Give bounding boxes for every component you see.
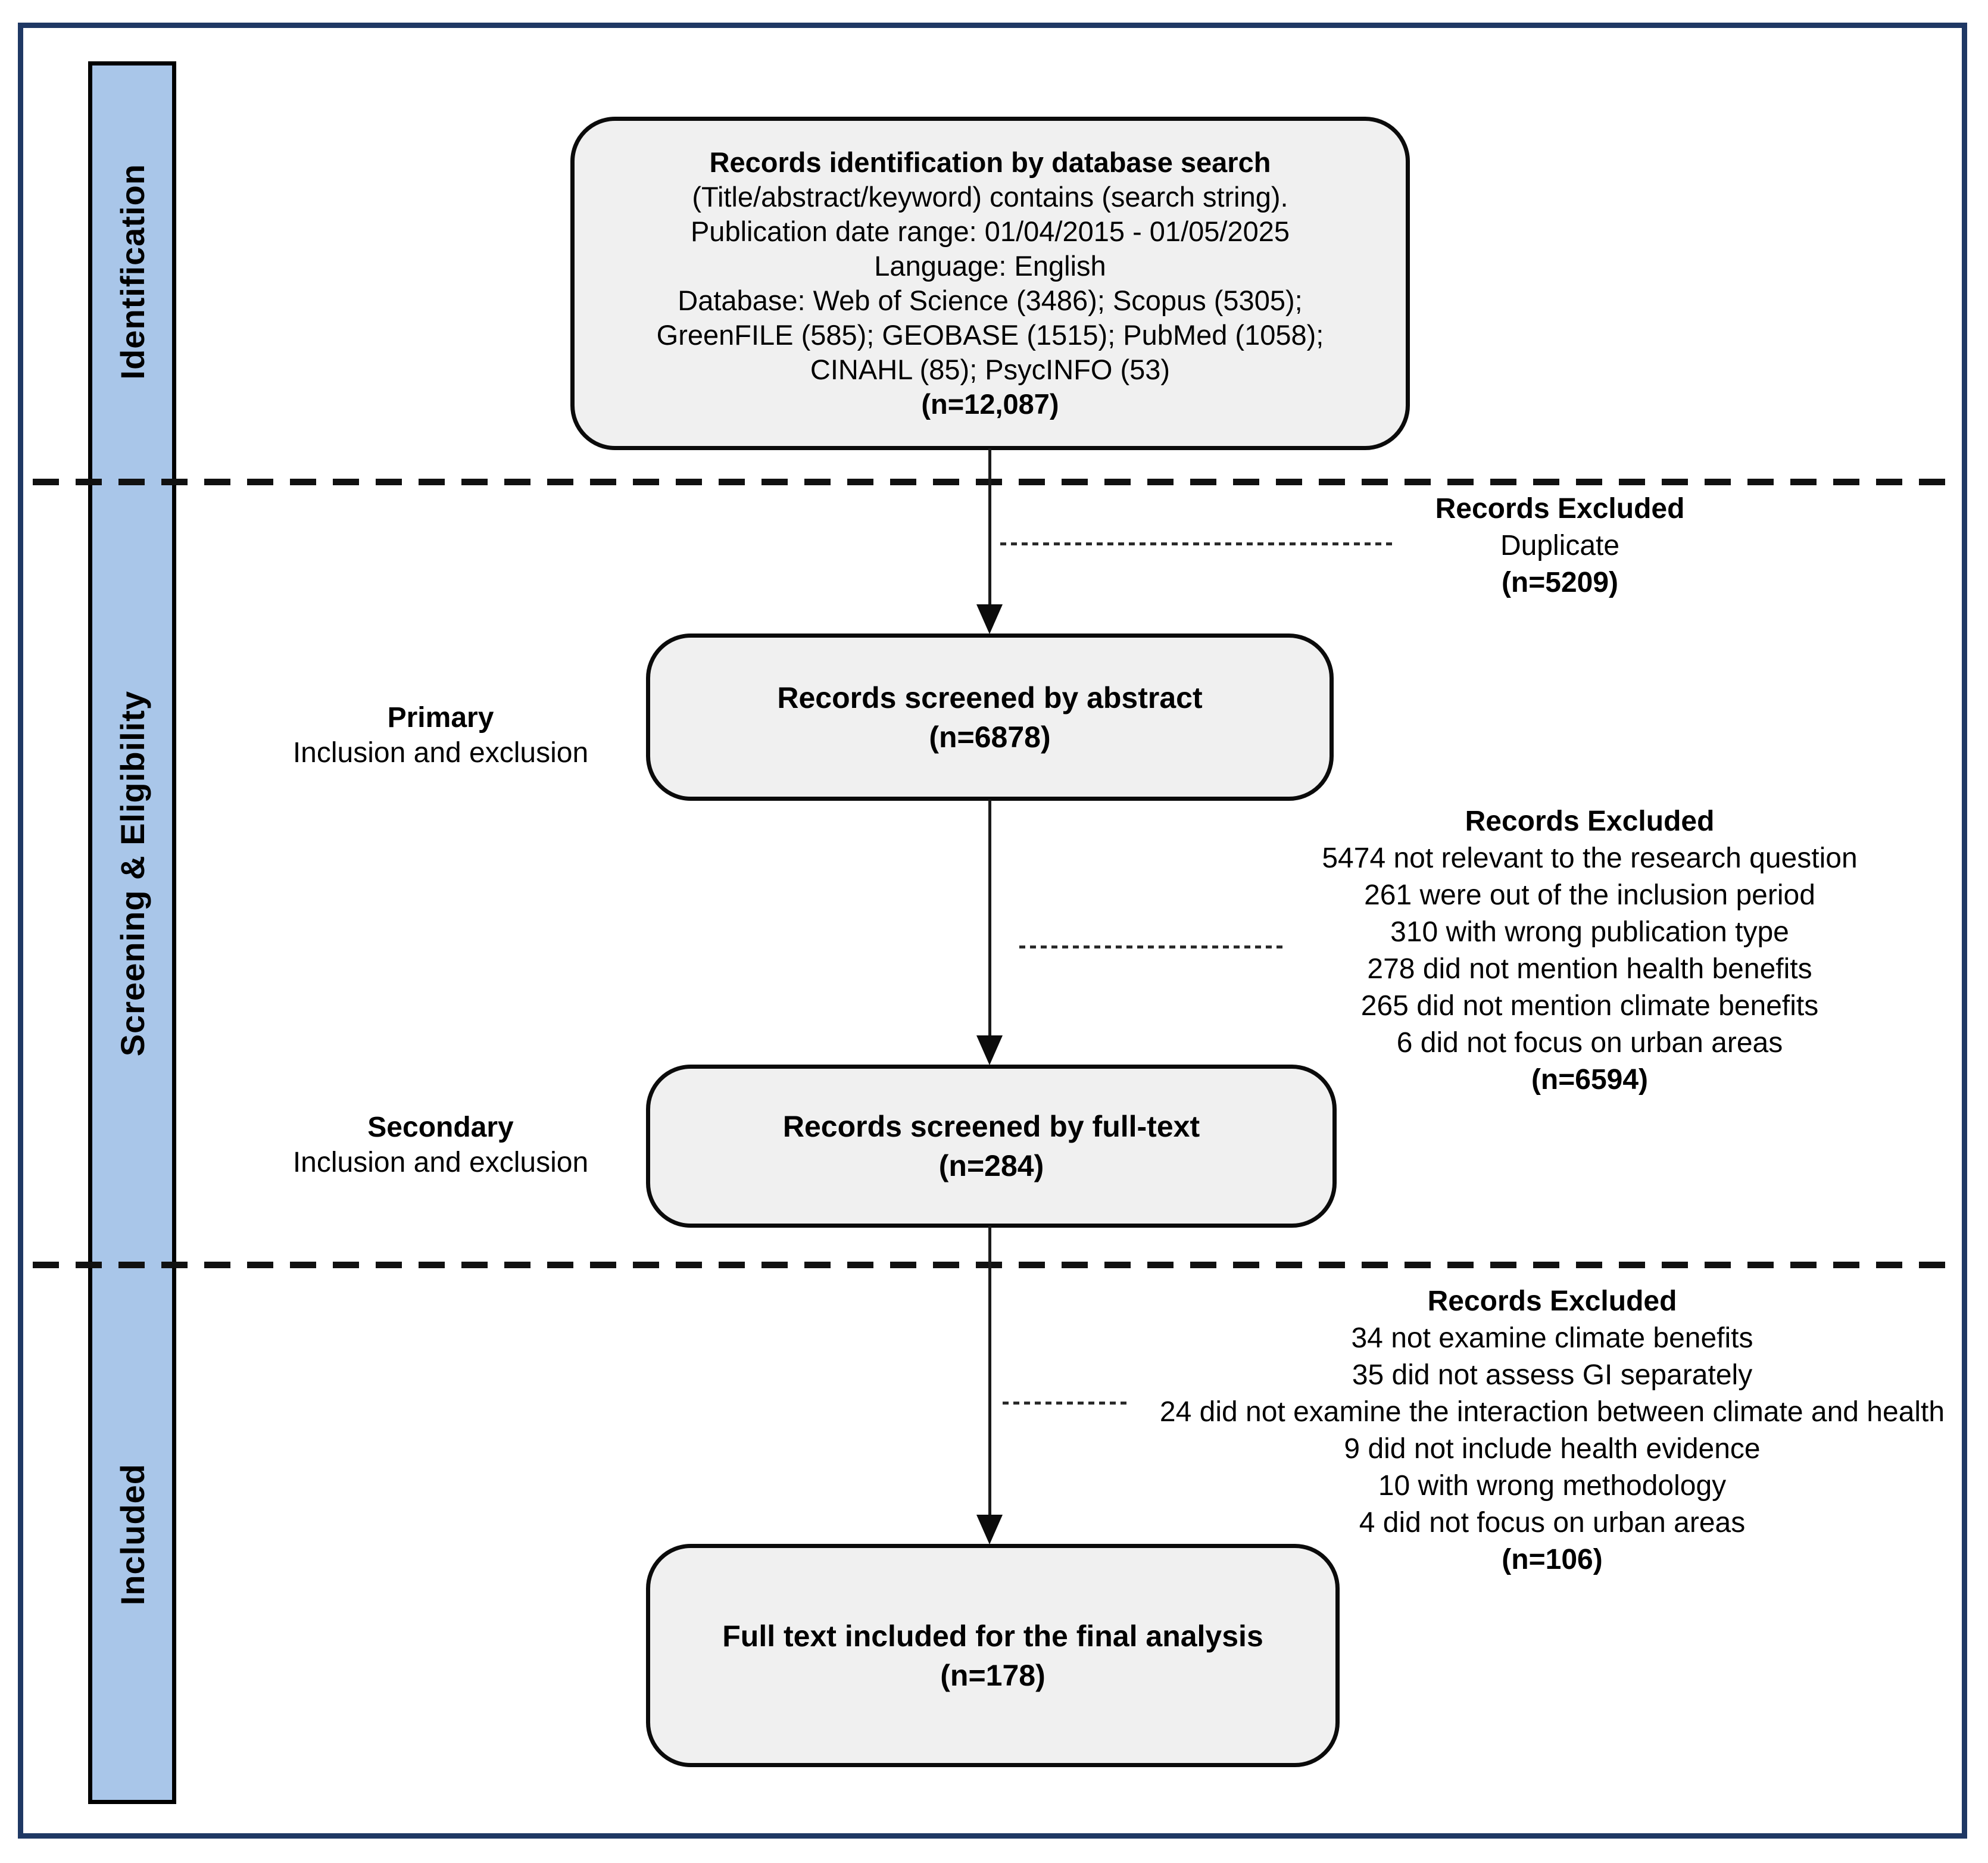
stage-divider-identification-screening [33,479,1962,485]
exclusion-item: 24 did not examine the interaction betwe… [1159,1396,1945,1428]
node-line: GreenFILE (585); GEOBASE (1515); PubMed … [656,319,1324,351]
node-title: Records screened by abstract [777,681,1203,714]
node-records-identification: Records identification by database searc… [570,117,1410,450]
label-primary-screening: Primary Inclusion and exclusion [179,700,703,770]
exclusion-item: 310 with wrong publication type [1390,916,1789,948]
node-screened-by-fulltext: Records screened by full-text (n=284) [646,1065,1337,1228]
node-title: Records screened by full-text [782,1110,1200,1143]
node-text: Records identification by database searc… [657,145,1324,422]
exclusion-count: (n=5209) [1501,567,1619,598]
node-line: Database: Web of Science (3486); Scopus … [678,285,1303,316]
arrow-down-icon [976,1035,1003,1065]
stage-label: Identification [113,164,151,380]
node-title: Records identification by database searc… [709,146,1271,178]
node-text: Full text included for the final analysi… [722,1617,1263,1695]
exclusion-item: Duplicate [1500,530,1620,561]
step-subtitle: Inclusion and exclusion [292,1147,589,1178]
exclusion-count: (n=6594) [1531,1064,1649,1096]
exclusion-heading: Records Excluded [1435,493,1685,525]
label-secondary-screening: Secondary Inclusion and exclusion [179,1110,703,1180]
exclusion-heading: Records Excluded [1427,1285,1677,1317]
exclusion-item: 35 did not assess GI separately [1352,1359,1753,1391]
node-count: (n=178) [940,1658,1046,1692]
node-line: CINAHL (85); PsycINFO (53) [810,354,1171,385]
exclusion-connector-abstract [1019,945,1284,948]
exclusion-item: 6 did not focus on urban areas [1396,1027,1783,1059]
node-included-final-analysis: Full text included for the final analysi… [646,1544,1340,1767]
stage-label: Screening & Eligibility [113,691,151,1057]
exclusion-block-duplicates: Records Excluded Duplicate (n=5209) [1292,491,1828,601]
node-count: (n=12,087) [921,388,1059,420]
exclusion-item: 10 with wrong methodology [1378,1470,1727,1502]
flow-line-2 [988,800,991,1038]
node-text: Records screened by full-text (n=284) [783,1107,1200,1185]
exclusion-item: 261 were out of the inclusion period [1364,879,1815,911]
flow-line-3 [988,1226,991,1517]
exclusion-heading: Records Excluded [1465,806,1715,837]
node-count: (n=6878) [929,720,1051,754]
sidebar-stage-included: Included [88,1265,176,1804]
node-line: Language: English [874,250,1106,282]
step-subtitle: Inclusion and exclusion [292,737,589,769]
arrow-down-icon [976,1515,1003,1544]
exclusion-block-fulltext: Records Excluded 34 not examine climate … [1129,1283,1975,1578]
node-title: Full text included for the final analysi… [722,1619,1263,1653]
exclusion-count: (n=106) [1502,1544,1603,1575]
sidebar-stage-identification: Identification [88,61,176,482]
exclusion-item: 265 did not mention climate benefits [1360,990,1819,1022]
exclusion-item: 4 did not focus on urban areas [1359,1507,1746,1539]
sidebar-stage-screening-eligibility: Screening & Eligibility [88,482,176,1265]
exclusion-item: 9 did not include health evidence [1344,1433,1761,1465]
exclusion-block-abstract: Records Excluded 5474 not relevant to th… [1256,803,1923,1099]
exclusion-item: 278 did not mention health benefits [1367,953,1812,985]
stage-sidebar [88,61,176,1804]
node-count: (n=284) [938,1149,1044,1182]
exclusion-connector-fulltext [1003,1402,1129,1405]
exclusion-item: 34 not examine climate benefits [1351,1322,1753,1354]
stage-divider-screening-included [33,1262,1962,1268]
step-title: Secondary [367,1112,514,1143]
step-title: Primary [387,702,494,734]
node-screened-by-abstract: Records screened by abstract (n=6878) [646,634,1334,801]
arrow-down-icon [976,604,1003,634]
node-line: Publication date range: 01/04/2015 - 01/… [690,216,1290,247]
node-line: (Title/abstract/keyword) contains (searc… [692,181,1288,213]
stage-label: Included [113,1463,151,1606]
exclusion-connector-duplicates [1000,542,1396,545]
exclusion-item: 5474 not relevant to the research questi… [1322,842,1858,874]
flow-line-1 [988,448,991,607]
diagram-border [18,23,1967,1839]
node-text: Records screened by abstract (n=6878) [777,678,1202,757]
